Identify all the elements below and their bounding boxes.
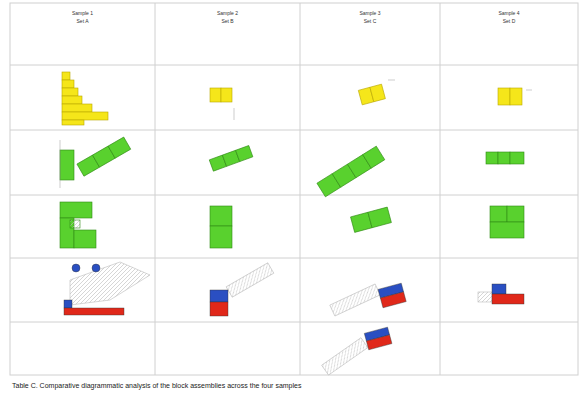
column-subheader: Set B xyxy=(155,18,300,25)
yellow-blocks xyxy=(62,72,522,125)
column-header: Sample 2 xyxy=(155,10,300,17)
gray-frames xyxy=(70,262,492,375)
column-header: Sample 1 xyxy=(10,10,155,17)
column-subheader: Set D xyxy=(440,18,578,25)
dimension-ticks xyxy=(60,80,532,188)
column-subheader: Set A xyxy=(10,18,155,25)
column-header: Sample 3 xyxy=(300,10,440,17)
column-header: Sample 4 xyxy=(440,10,578,17)
caption: Table C. Comparative diagrammatic analys… xyxy=(12,382,578,389)
table-grid xyxy=(10,3,578,375)
blue-red-blocks xyxy=(64,264,524,350)
column-subheader: Set C xyxy=(300,18,440,25)
green-blocks xyxy=(60,202,524,248)
green-chain xyxy=(60,137,524,197)
